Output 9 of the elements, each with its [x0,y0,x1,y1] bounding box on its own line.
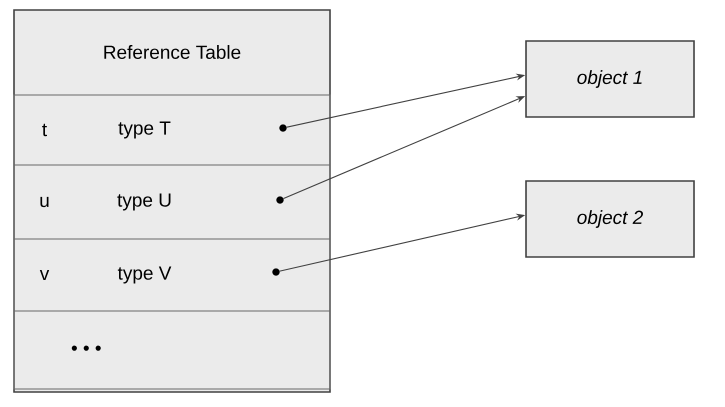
table-row: v type V [14,238,330,312]
object-box: object 1 [525,40,695,118]
object-box: object 2 [525,180,695,258]
table-row: • • • [14,310,330,390]
dot [279,124,287,132]
dot [276,196,284,204]
table-row: u type U [14,164,330,240]
table-row: t type T [14,94,330,166]
dot [272,268,280,276]
